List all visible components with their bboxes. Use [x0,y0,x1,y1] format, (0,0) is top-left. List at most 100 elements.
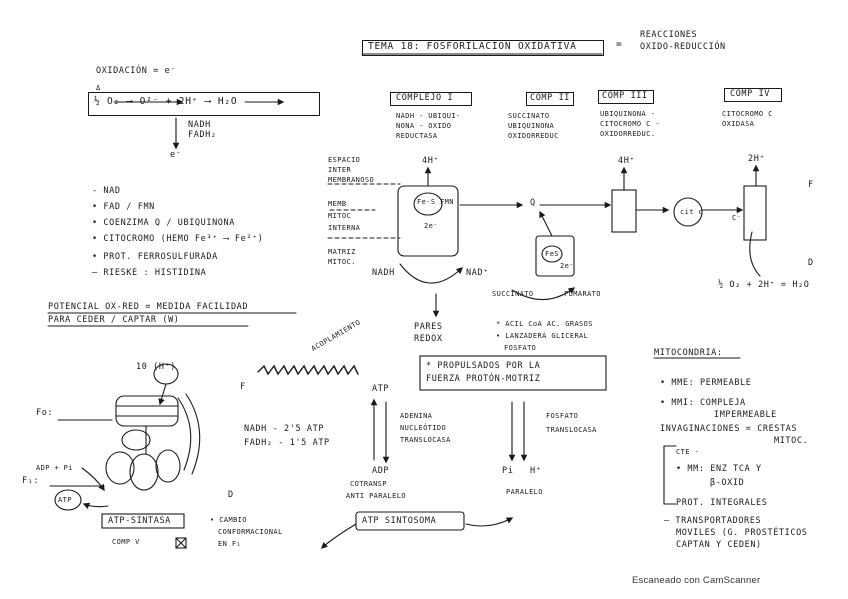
succinate-label: SUCCINATO [492,290,534,298]
oxidation-electron: e⁻ [170,150,181,160]
fes-fmn-label: Fe-S FMN [417,198,454,206]
ubiquinone-q: Q [530,198,536,208]
fo-label: Fo: [36,408,53,418]
yield-nadh: NADH - 2'5 ATP [244,424,324,434]
atp-product-label: ATP [58,496,72,504]
complex-1-protons: 4H⁺ [422,156,439,166]
complex-1-label: COMPLEJO I [396,93,453,103]
cotransport-label: COTRANSP [350,480,387,488]
membrane-space-label: INTER [328,166,351,174]
title-equals: = [616,40,623,50]
yield-fadh: FADH₂ - 1'5 ATP [244,438,330,448]
mme-line: • MME: PERMEABLE [660,378,751,388]
mmi-line-2: IMPERMEABLE [714,410,777,420]
potential-line-2: PARA CEDER / CAPTAR (W) [48,315,180,325]
complex-2-desc: UBIQUINONA [508,122,554,130]
d-mark: D [808,258,814,268]
phosphate-translocase: FOSFATO [546,412,578,420]
membrane-inner-label: MITOC [328,212,351,220]
f-mark: F [808,180,814,190]
translocase-label: NUCLEÓTIDO [400,424,446,432]
f-mark-2: F [240,382,246,392]
electron-c-label: C⁻ [732,214,741,222]
cotransport-label: ANTI PARALELO [346,492,406,500]
redox-source: • LANZADERA GLICERAL [496,332,588,340]
complex-4-desc: OXIDASA [722,120,754,128]
oxidation-carrier-nadh: NADH [188,120,211,130]
fumarate-label: FUMARATO [564,290,601,298]
electrons-label: 2e⁻ [560,262,574,270]
redox-source: * ACIL CoA AC. GRASOS [496,320,593,328]
complex-2-label: COMP II [530,93,570,103]
transporters-line-3: CAPTAN Y CEDEN) [676,540,762,550]
complex-2-desc: SUCCINATO [508,112,550,120]
complex-4-protons: 2H⁺ [748,154,765,164]
carrier-item: • COENZIMA Q / UBIQUINONA [92,218,235,228]
transport-h: H⁺ [530,466,541,476]
adp-pi-label: ADP + Pi [36,464,73,472]
conformational-change: EN F₁ [218,540,241,548]
mitochondria-heading: MITOCONDRIA: [654,348,723,358]
oxidation-label: OXIDACIÓN = e⁻ [96,66,176,76]
oxidation-delta: Δ [96,84,101,92]
propulsados-line-1: * PROPULSADOS POR LA [426,361,540,371]
mm-line-1: • MM: ENZ TCA Y [676,464,762,474]
transporters-line-1: – TRANSPORTADORES [664,516,761,526]
water-equation: ½ O₂ + 2H⁺ = H₂O [718,280,809,290]
complex-1-desc: REDUCTASA [396,132,438,140]
complex-2-desc: OXIDORREDUC [508,132,559,140]
transport-atp: ATP [372,384,389,394]
complex-4-label: COMP IV [730,89,770,99]
prot-integral-line: PROT. INTEGRALES [676,498,767,508]
complex-4-desc: CITOCROMO C [722,110,773,118]
title-reactions-1: REACCIONES [640,30,697,40]
complex-3-label: COMP III [602,91,648,101]
phosphate-translocase: TRANSLOCASA [546,426,597,434]
membrane-matrix-label: MATRIZ [328,248,356,256]
parallel-label: PARALELO [506,488,543,496]
comp-v-label: COMP V [112,538,140,546]
fes-label: FeS [545,250,559,258]
complex-3-desc: UBIQUINONA - [600,110,655,118]
propulsados-line-2: FUERZA PROTÓN-MOTRIZ [426,374,540,384]
complex-3-protons: 4H⁺ [618,156,635,166]
synthase-protons: 10 (H⁺) [136,362,176,372]
transport-pi: Pi [502,466,513,476]
scanner-watermark: Escaneado con CamScanner [632,575,760,586]
carrier-item: • CITOCROMO (HEMO Fe³⁺ ⟶ Fe²⁺) [92,234,264,244]
conformational-change: CONFORMACIONAL [218,528,283,536]
carrier-item: – RIESKE : HISTIDINA [92,268,206,278]
pares-redox-1: PARES [414,322,443,332]
membrane-space-label: MEMBRANOSO [328,176,374,184]
complex-3-desc: CITOCROMO C - [600,120,660,128]
d-mark-2: D [228,490,234,500]
f1-label: F₁: [22,476,39,486]
nad-label: NAD⁺ [466,268,489,278]
membrane-inner-label: MEMB [328,200,346,208]
oxidation-carrier-fadh: FADH₂ [188,130,217,140]
complex-3-desc: OXIDORREDUC. [600,130,655,138]
membrane-inner-label: INTERNA [328,224,360,232]
translocase-label: TRANSLOCASA [400,436,451,444]
complex-1-desc: NONA - OXIDO [396,122,451,130]
atp-synthasome-label: ATP SINTOSOMA [362,516,436,526]
mmi-line-1: • MMI: COMPLEJA [660,398,746,408]
invaginations-line-1: INVAGINACIONES = CRESTAS [660,424,797,434]
membrane-matrix-label: MITOC. [328,258,356,266]
nadh-label: NADH [372,268,395,278]
transport-adp: ADP [372,466,389,476]
transporters-line-2: MOVILES (G. PROSTÉTICOS [676,528,808,538]
conformational-change: • CAMBIO [210,516,247,524]
cytochrome-c-label: cit c [680,208,703,216]
oxidation-equation: ½ O₂ ⟶ O²⁻ + 2H⁺ ⟶ H₂O [94,97,237,107]
carrier-item: - NAD [92,186,121,196]
membrane-space-label: ESPACIO [328,156,360,164]
electrons-label: 2e⁻ [424,222,438,230]
potential-line-1: POTENCIAL OX-RED = MEDIDA FACILIDAD [48,302,248,312]
redox-source: FOSFATO [504,344,536,352]
mm-line-2: β-OXID [710,478,744,488]
carrier-item: • FAD / FMN [92,202,155,212]
invaginations-line-2: MITOC. [774,436,808,446]
carrier-item: • PROT. FERROSULFURADA [92,252,218,262]
